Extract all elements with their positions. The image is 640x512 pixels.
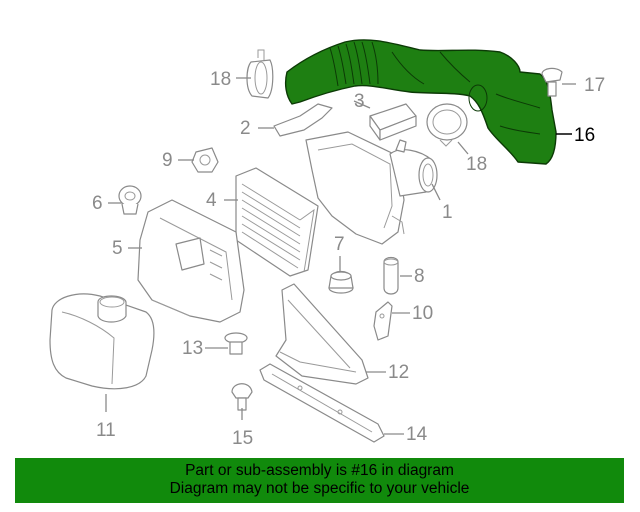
part-8-insulator[interactable]: [383, 256, 399, 295]
callout-7: 7: [334, 234, 345, 255]
part-12-duct[interactable]: [275, 283, 369, 385]
info-banner: Part or sub-assembly is #16 in diagram D…: [15, 458, 624, 503]
part-6-grommet[interactable]: [118, 185, 142, 215]
leader-lines: [105, 77, 576, 435]
callout-18-left: 18: [210, 69, 231, 90]
callout-16: 16: [574, 125, 595, 146]
callout-9: 9: [162, 150, 173, 171]
callout-13: 13: [182, 338, 203, 359]
part-11-resonator[interactable]: [49, 293, 155, 390]
part-13-clip[interactable]: [224, 332, 248, 355]
part-4-filter-element[interactable]: [235, 167, 319, 277]
part-17-push-clip[interactable]: [541, 67, 563, 97]
part-15-clip[interactable]: [231, 383, 253, 411]
part-18-clamp-left[interactable]: [246, 49, 274, 99]
part-10-bracket[interactable]: [373, 301, 393, 341]
parts-diagram: 18 2 3 9 4 6 5 1 7 8 10 11 12 13 14 15 1…: [49, 39, 605, 449]
part-5-lower-housing[interactable]: [137, 199, 245, 323]
callout-3: 3: [354, 91, 365, 112]
part-2-bracket[interactable]: [273, 103, 333, 137]
part-18-clamp-right[interactable]: [426, 103, 468, 147]
callout-6: 6: [92, 193, 103, 214]
callout-11: 11: [96, 420, 116, 441]
callouts: 18 2 3 9 4 6 5 1 7 8 10 11 12 13 14 15 1…: [92, 69, 605, 449]
callout-18-right: 18: [466, 154, 487, 175]
callout-12: 12: [388, 362, 409, 383]
callout-15: 15: [232, 428, 253, 449]
callout-14: 14: [406, 424, 428, 445]
part-9-grommet[interactable]: [191, 147, 219, 173]
callout-4: 4: [206, 190, 217, 211]
callout-5: 5: [112, 238, 123, 259]
part-14-guide[interactable]: [259, 363, 385, 443]
part-16-intake-duct[interactable]: [284, 39, 557, 165]
callout-8: 8: [414, 266, 425, 287]
callout-1: 1: [442, 202, 453, 223]
callout-10: 10: [412, 303, 433, 324]
part-3-sensor[interactable]: [369, 103, 417, 141]
banner-line-2: Diagram may not be specific to your vehi…: [169, 480, 470, 497]
part-1-upper-housing[interactable]: [305, 131, 438, 245]
callout-17: 17: [584, 75, 605, 96]
callout-2: 2: [240, 118, 251, 139]
banner-line-1: Part or sub-assembly is #16 in diagram: [185, 462, 454, 479]
part-7-mount[interactable]: [328, 270, 354, 294]
